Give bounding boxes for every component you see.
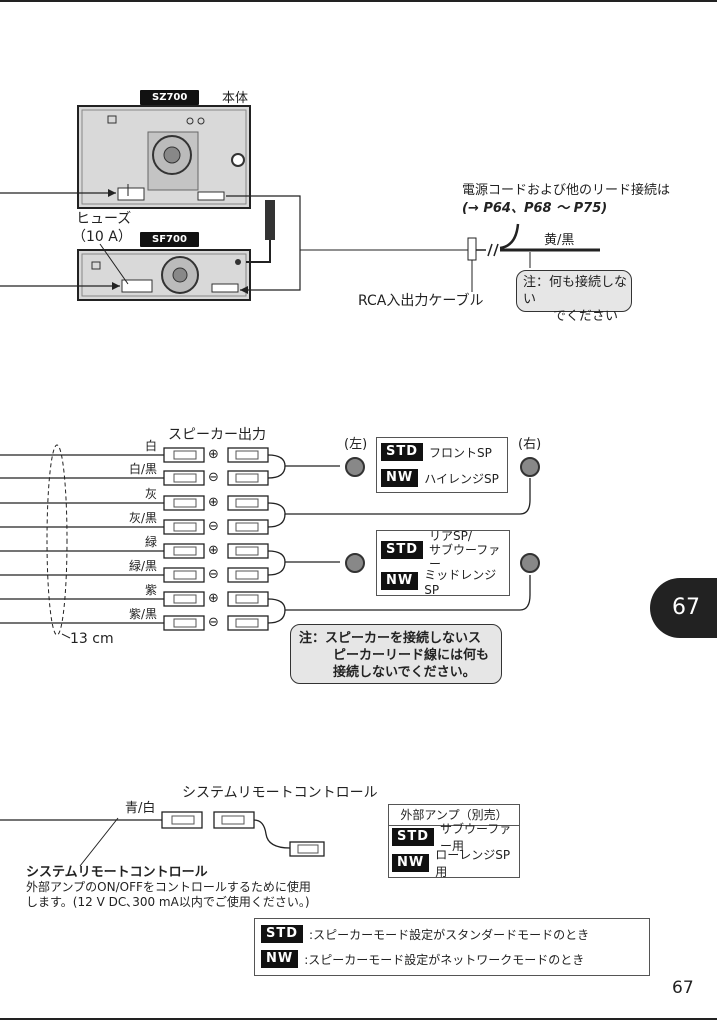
remote-wire-label: 青/白 <box>125 801 156 816</box>
wire-label-7: 紫 <box>144 583 157 597</box>
std-badge: STD <box>392 828 435 846</box>
rear-nw-text: ミッドレンジSP <box>424 567 497 597</box>
wire-label-4: 灰/黒 <box>128 511 157 525</box>
speaker-right-label: (右) <box>518 437 542 452</box>
std-badge: STD <box>261 925 304 943</box>
rear-std-text-line1: リアSP/ <box>429 529 472 543</box>
top-note-line2: でください <box>553 309 619 324</box>
legend-box: STD :スピーカーモード設定がスタンダードモードのとき NW :スピーカーモード設… <box>254 918 650 976</box>
minus-sign-3: ⊖ <box>208 567 219 582</box>
amp-std-text: サブウーファー用 <box>440 822 512 853</box>
nw-badge: NW <box>261 950 299 968</box>
sz700-connector <box>117 187 145 201</box>
page-number: 67 <box>672 978 694 998</box>
front-speaker-box: STD フロントSP NW ハイレンジSP <box>376 437 508 493</box>
wire-yellow-black-label: 黄/黒 <box>544 233 575 248</box>
remote-desc-line1: 外部アンプのON/OFFをコントロールするために使用 <box>26 880 311 894</box>
speaker-wires <box>0 454 164 624</box>
cable-length-label: 13 cm <box>70 631 114 647</box>
plus-sign-2: ⊕ <box>208 495 219 510</box>
nw-badge: NW <box>381 572 419 590</box>
remote-desc-line2: します。(12 V DC､300 mA以内でご使用ください。) <box>26 895 310 909</box>
speaker-note-line2: ピーカーリード線には何も <box>333 648 490 663</box>
minus-sign-1: ⊖ <box>208 470 219 485</box>
plus-sign-3: ⊕ <box>208 543 219 558</box>
top-note-line1: 注：何も接続しない <box>523 275 628 307</box>
std-badge: STD <box>381 443 424 461</box>
minus-sign-2: ⊖ <box>208 519 219 534</box>
bottom-border <box>0 1018 717 1020</box>
nw-badge: NW <box>381 469 419 487</box>
speaker-note-line1: 注：スピーカーを接続しないス <box>299 631 482 646</box>
sf700-connector <box>121 279 153 293</box>
unit-label: 本体 <box>222 91 249 106</box>
rear-std-text-line2: サブウーファー <box>429 543 501 571</box>
plus-sign-4: ⊕ <box>208 591 219 606</box>
fuse-label: ヒューズ <box>76 211 132 227</box>
head-unit-diagram <box>0 105 600 301</box>
speaker-left-label: (左) <box>344 437 368 452</box>
page-tab-number: 67 <box>672 595 700 620</box>
remote-desc-title: システムリモートコントロール <box>26 865 208 880</box>
speaker-rear-right-icon <box>520 553 540 573</box>
power-note-line2: (→ P64、P68 ～ P75) <box>462 201 608 216</box>
rca-cable-label: RCA入出力ケーブル <box>358 293 484 309</box>
page-tab: 67 <box>650 578 717 638</box>
legend-nw-text: :スピーカーモード設定がネットワークモードのとき <box>304 952 585 967</box>
wire-label-3: 灰 <box>144 487 157 501</box>
minus-sign-4: ⊖ <box>208 615 219 630</box>
plus-sign-1: ⊕ <box>208 447 219 462</box>
wire-label-2: 白/黒 <box>128 462 157 476</box>
wire-label-8: 紫/黒 <box>128 607 157 621</box>
top-border <box>0 0 717 2</box>
fuse-rating: （10 A） <box>72 229 132 245</box>
remote-diagram <box>0 811 325 867</box>
rear-speaker-box: STD リアSP/ サブウーファー NW ミッドレンジSP <box>376 529 510 597</box>
model-badge-sz700: SZ700 <box>140 90 200 105</box>
amp-nw-text: ローレンジSP用 <box>435 848 511 879</box>
speaker-front-right-icon <box>520 457 540 477</box>
amp-box: 外部アンプ（別売） STD サブウーファー用 NW ローレンジSP用 <box>388 804 520 879</box>
nw-badge: NW <box>392 854 430 872</box>
remote-title: システムリモートコントロール <box>182 785 378 801</box>
wire-label-6: 緑/黒 <box>128 559 157 573</box>
speaker-note: 注：スピーカーを接続しないス ピーカーリード線には何も 接続しないでください。 <box>290 624 502 684</box>
speaker-output-title: スピーカー出力 <box>168 427 266 443</box>
speaker-note-line3: 接続しないでください。 <box>333 665 476 680</box>
front-std-text: フロントSP <box>429 445 492 460</box>
front-nw-text: ハイレンジSP <box>424 471 499 486</box>
wire-label-1: 白 <box>144 439 157 453</box>
amp-box-title: 外部アンプ（別売） <box>389 805 519 826</box>
speaker-diagram <box>0 444 540 639</box>
legend-std-text: :スピーカーモード設定がスタンダードモードのとき <box>309 927 590 942</box>
model-badge-sf700: SF700 <box>140 232 199 247</box>
power-note-line1: 電源コードおよび他のリード接続は <box>462 183 671 198</box>
speaker-front-left-icon <box>345 457 365 477</box>
speaker-rear-left-icon <box>345 553 365 573</box>
top-note: 注：何も接続しない でください <box>516 270 632 324</box>
std-badge: STD <box>381 541 424 559</box>
wire-label-5: 緑 <box>144 535 157 549</box>
